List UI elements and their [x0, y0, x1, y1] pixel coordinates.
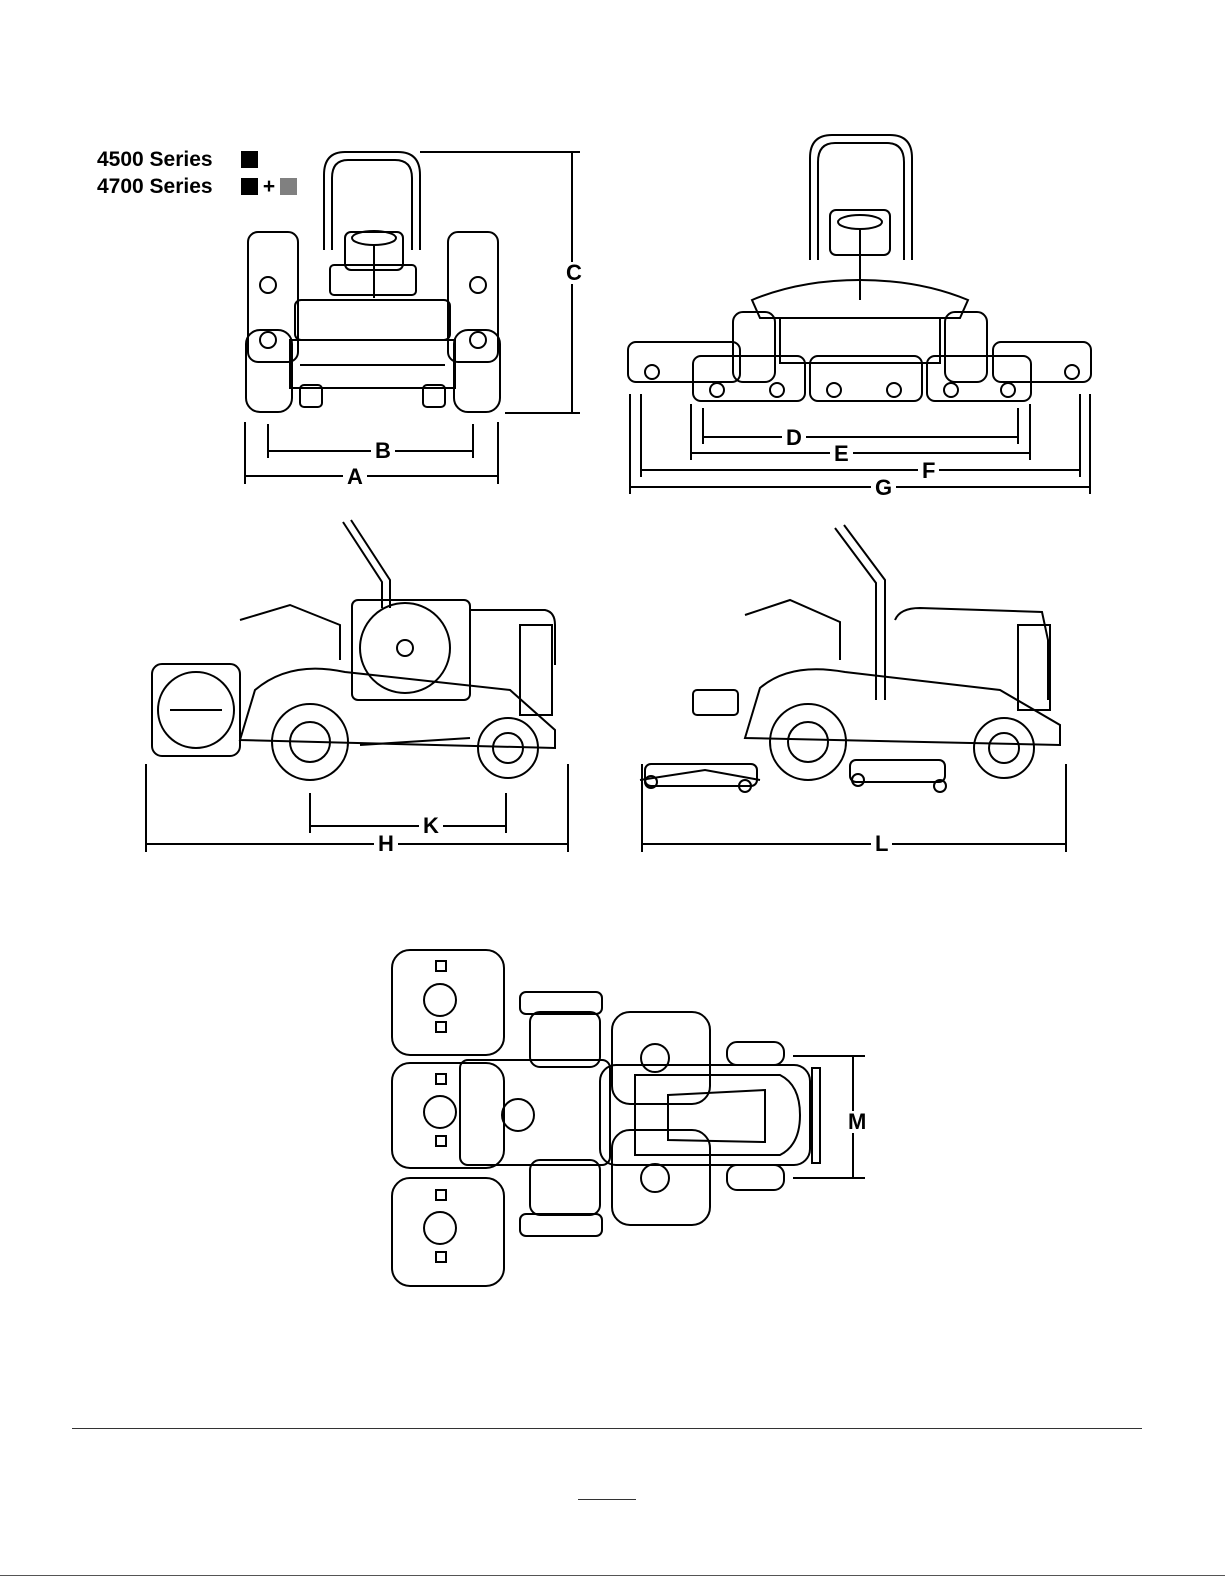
dimension-label-g: G: [871, 477, 896, 499]
dimension-label-c: C: [562, 262, 586, 284]
dimension-lines-rear: [630, 394, 1090, 494]
footer-divider: [72, 1428, 1142, 1429]
dimension-label-h: H: [374, 833, 398, 855]
front-view-4500: [246, 152, 500, 412]
dimension-label-m: M: [844, 1111, 870, 1133]
page-number-rule: [578, 1499, 636, 1500]
dimension-label-l: L: [871, 833, 892, 855]
front-view-4700: [628, 135, 1091, 401]
dimension-label-k: K: [419, 815, 443, 837]
dimension-label-a: A: [343, 466, 367, 488]
dimension-label-d: D: [782, 427, 806, 449]
page-bottom-rule: [0, 1575, 1225, 1576]
side-view-4500: [152, 520, 555, 780]
dimension-label-f: F: [918, 460, 939, 482]
dimension-label-e: E: [830, 443, 853, 465]
dimension-label-b: B: [371, 440, 395, 462]
side-view-4700: [640, 525, 1060, 792]
top-view: [392, 950, 820, 1286]
